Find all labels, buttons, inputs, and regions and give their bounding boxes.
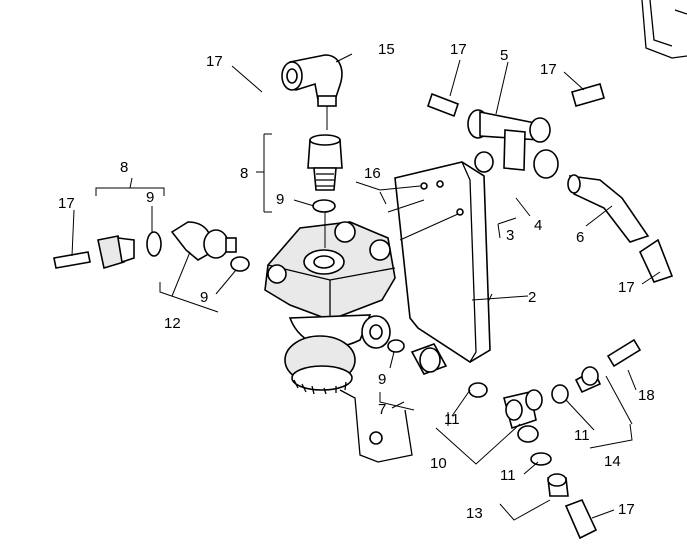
label-18: 18 xyxy=(638,387,655,404)
callout-labels: 17 15 17 5 17 8 8 16 9 9 17 3 4 6 17 9 2… xyxy=(58,41,655,522)
label-9-low: 9 xyxy=(378,371,386,388)
label-16: 16 xyxy=(364,165,381,182)
label-11-c: 11 xyxy=(500,467,516,484)
label-3: 3 xyxy=(506,227,514,244)
label-9-mid: 9 xyxy=(200,289,208,306)
label-17-e: 17 xyxy=(618,279,635,296)
label-6: 6 xyxy=(576,229,584,246)
elbow-fitting-15 xyxy=(281,54,343,130)
label-11-b: 11 xyxy=(574,427,590,444)
label-9-left: 9 xyxy=(146,189,154,206)
label-12: 12 xyxy=(164,315,181,332)
label-17-a: 17 xyxy=(206,53,223,70)
label-11-a: 11 xyxy=(444,411,460,428)
label-17-c: 17 xyxy=(540,61,557,78)
label-4: 4 xyxy=(534,217,542,234)
leader-lines xyxy=(71,53,661,521)
label-2: 2 xyxy=(528,289,536,306)
valve-body xyxy=(264,221,396,395)
label-15: 15 xyxy=(378,41,395,58)
label-17-f: 17 xyxy=(618,501,635,518)
label-5: 5 xyxy=(500,47,508,64)
label-14: 14 xyxy=(604,453,621,470)
label-8-left: 8 xyxy=(120,159,128,176)
label-9-top: 9 xyxy=(276,191,284,208)
label-8-top: 8 xyxy=(240,165,248,182)
lower-right-fittings xyxy=(387,338,642,540)
adapter-fitting-8-top xyxy=(307,134,343,248)
mounting-bracket xyxy=(339,161,491,463)
corner-partial-part xyxy=(641,0,687,59)
label-7: 7 xyxy=(378,401,386,418)
label-17-d: 17 xyxy=(58,195,75,212)
right-top-fittings xyxy=(426,83,674,283)
label-17-b: 17 xyxy=(450,41,467,58)
label-10: 10 xyxy=(430,455,447,472)
label-13: 13 xyxy=(466,505,483,522)
left-fittings xyxy=(53,221,250,272)
